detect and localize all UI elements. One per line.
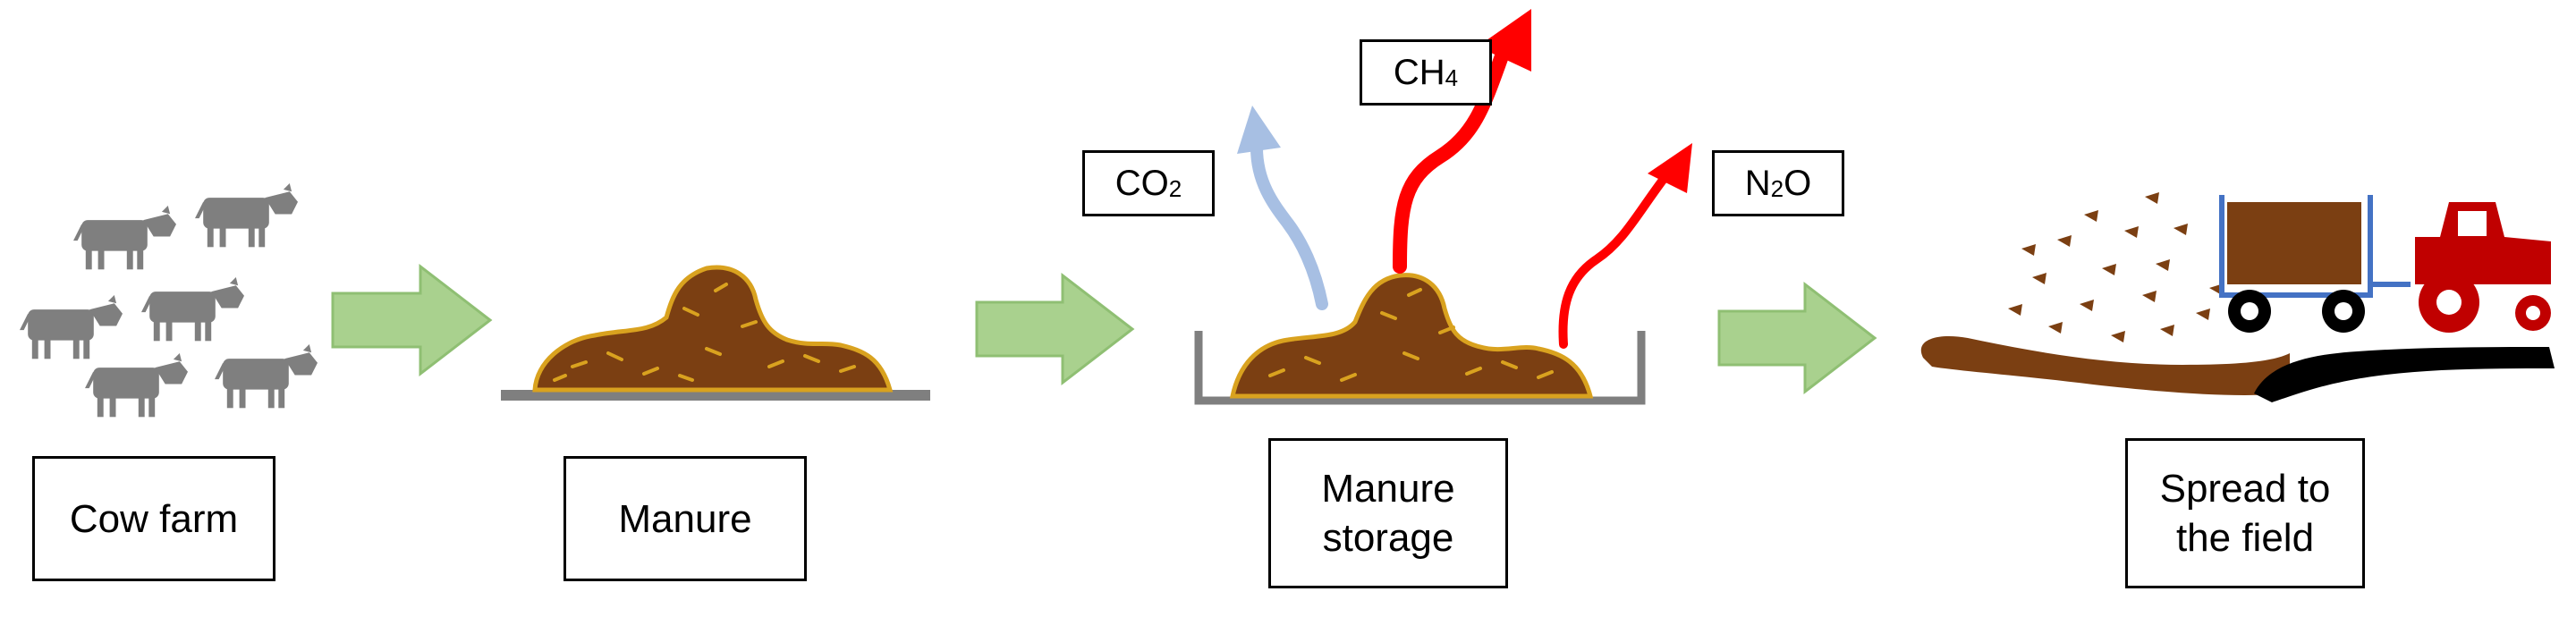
ch4-formula-base: CH [1393, 52, 1445, 92]
cow-herd [20, 183, 318, 418]
co2-formula-sub: 2 [1168, 174, 1182, 202]
stage-label-cow-farm: Cow farm [32, 456, 275, 581]
tractor [2415, 202, 2551, 333]
cow-icon [20, 295, 123, 359]
trailer-load [2227, 202, 2361, 284]
stage-label-line-2: the field [2175, 516, 2315, 560]
cow-icon [195, 183, 298, 248]
stage-label-text: Manure [618, 496, 752, 541]
cow-icon [73, 206, 176, 270]
cow-icon [215, 344, 318, 409]
n2o-formula-tail: O [1784, 163, 1812, 203]
manure-trailer [2219, 195, 2411, 333]
n2o-emission-arrow [1558, 143, 1692, 349]
field-spreading-scene [1920, 192, 2555, 402]
stage-label-line-2: storage [1322, 516, 1454, 560]
ch4-formula-sub: 4 [1445, 63, 1459, 91]
manure-pile [501, 265, 930, 401]
stage-label-spread-to-field: Spread to the field [2125, 438, 2365, 588]
n2o-formula-base: N [1744, 163, 1771, 203]
spread-manure-strip [1920, 336, 2290, 395]
field-ground [2254, 347, 2555, 402]
stage-label-manure: Manure [564, 456, 807, 581]
ground-slab [501, 390, 930, 401]
cow-icon [85, 353, 188, 418]
flow-arrow-2 [975, 272, 1135, 386]
stage-label-manure-storage: Manure storage [1268, 438, 1508, 588]
stage-label-line-1: Spread to [2159, 467, 2331, 511]
flow-arrow-1 [331, 263, 493, 377]
flow-arrow-3 [1717, 281, 1877, 395]
co2-emission-arrow [1237, 106, 1328, 310]
manure-heap [532, 265, 894, 393]
stage-label-text: Cow farm [69, 496, 239, 541]
cow-icon [141, 277, 244, 342]
manure-chunks [2008, 192, 2224, 342]
stored-manure [1229, 273, 1594, 399]
storage-container [1194, 331, 1646, 405]
stage-label-line-1: Manure [1321, 467, 1455, 511]
n2o-formula-sub: 2 [1770, 174, 1784, 202]
manure-storage [1194, 273, 1646, 405]
co2-formula-base: CO [1114, 163, 1169, 203]
